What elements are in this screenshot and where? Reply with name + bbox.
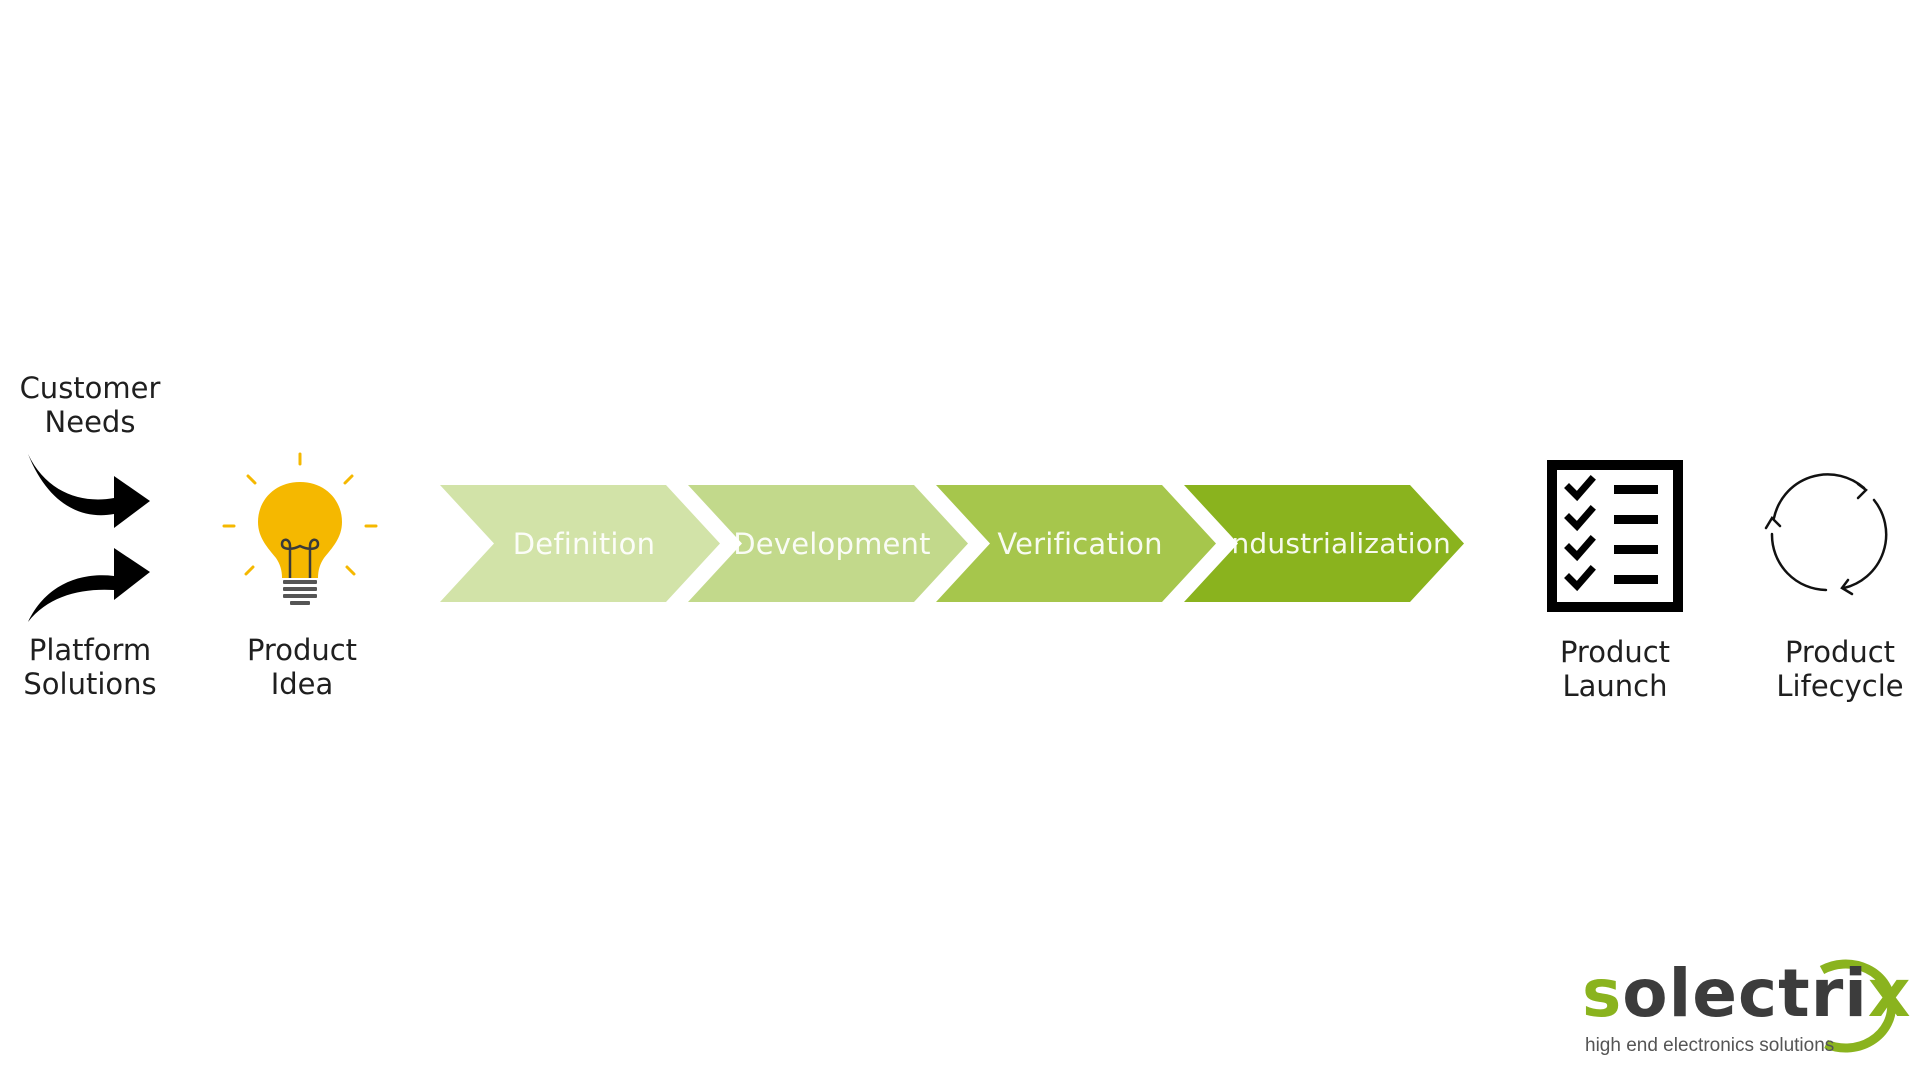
- customer-needs-line1: Customer: [19, 371, 161, 405]
- curved-arrow-icon: [28, 454, 150, 528]
- product-lifecycle-line2: Lifecycle: [1776, 669, 1904, 703]
- checklist-icon: [1547, 460, 1683, 612]
- phase-industrialization: Industrialization: [1184, 485, 1464, 602]
- product-idea-line1: Product: [246, 633, 358, 667]
- curved-arrow-icon: [28, 548, 150, 622]
- logo-tagline: high end electronics solutions: [1585, 1035, 1835, 1056]
- customer-needs-label: Customer Needs: [0, 371, 180, 439]
- cycle-arrows-icon: [1764, 473, 1888, 596]
- product-launch-line2: Launch: [1562, 669, 1668, 703]
- platform-solutions-line2: Solutions: [23, 667, 157, 701]
- phase-development-label: Development: [733, 526, 931, 561]
- logo-ring-icon: [1819, 959, 1897, 1053]
- product-launch-line1: Product: [1559, 635, 1671, 669]
- customer-needs-line2: Needs: [44, 405, 136, 439]
- logo-letter-x: x: [1867, 955, 1912, 1032]
- phase-development: Development: [688, 485, 968, 602]
- solectrix-logo: solectrix high end electronics solutions: [1582, 958, 1912, 1058]
- platform-solutions-line1: Platform: [28, 633, 152, 667]
- logo-letter-s: s: [1582, 955, 1623, 1032]
- phase-verification: Verification: [936, 485, 1216, 602]
- phase-definition-label: Definition: [512, 526, 656, 561]
- phase-verification-label: Verification: [997, 526, 1163, 561]
- lightbulb-icon: [222, 452, 378, 605]
- phase-industrialization-label: Industrialization: [1223, 527, 1451, 560]
- product-launch-label: Product Launch: [1535, 635, 1695, 703]
- platform-solutions-label: Platform Solutions: [0, 633, 180, 701]
- phase-definition: Definition: [440, 485, 720, 602]
- product-idea-label: Product Idea: [222, 633, 382, 701]
- product-lifecycle-line1: Product: [1784, 635, 1896, 669]
- logo-wordmark: solectrix: [1582, 958, 1911, 1030]
- logo-letters-mid: olectri: [1622, 955, 1868, 1032]
- product-idea-line2: Idea: [270, 667, 334, 701]
- product-lifecycle-label: Product Lifecycle: [1760, 635, 1920, 703]
